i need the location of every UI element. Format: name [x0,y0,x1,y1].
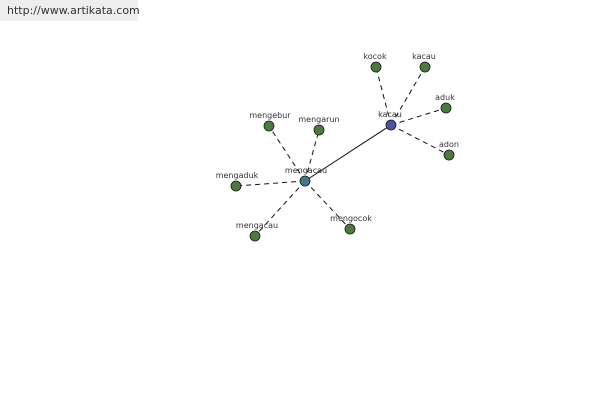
node-circle[interactable] [385,119,397,131]
node-circle[interactable] [440,102,452,114]
node-circle[interactable] [230,180,242,192]
node-circle[interactable] [263,120,275,132]
edge-mengacau-mengacau2 [254,180,306,237]
node-circle[interactable] [344,223,356,235]
node-label: mengacau [285,166,327,175]
node-mengacau[interactable]: mengacau [285,166,327,187]
edge-kacau-aduk [390,107,447,126]
node-label: mengaduk [216,171,259,180]
node-label: mengarun [298,115,339,124]
source-url-link[interactable]: http://www.artikata.com [7,4,140,17]
node-aduk[interactable]: aduk [435,93,455,114]
edge-kacau-adon [390,124,450,156]
node-circle[interactable] [419,61,431,73]
node-kocok[interactable]: kocok [363,52,387,73]
node-label: mengocok [330,214,372,223]
edge-mengacau-mengebur [268,125,306,182]
edge-mengacau-mengaduk [235,180,306,187]
node-label: kacau [412,52,436,61]
edge-layer [235,66,450,237]
node-mengocok[interactable]: mengocok [330,214,372,235]
edge-kacau-kocok [375,66,392,126]
node-label: adon [439,140,459,149]
node-kacau2[interactable]: kacau [412,52,436,73]
node-mengarun[interactable]: mengarun [298,115,340,136]
node-circle[interactable] [299,175,311,187]
node-mengacau2[interactable]: mengacau [236,221,278,242]
source-bar: http://www.artikata.com [0,0,140,21]
node-label: kocok [363,52,387,61]
edge-kacau-kacau2 [390,66,426,126]
node-label: mengebur [249,111,291,120]
edge-mengacau-kacau [304,124,392,182]
node-circle[interactable] [370,61,382,73]
edge-mengacau-mengocok [304,180,351,230]
node-circle[interactable] [313,124,325,136]
node-mengaduk[interactable]: mengaduk [216,171,259,192]
node-label: kacau [378,110,402,119]
node-kacau[interactable]: kacau [378,110,402,131]
node-circle[interactable] [249,230,261,242]
node-layer: mengacau kacau kocok kacau aduk adon mengebur m… [216,52,459,242]
node-label: aduk [435,93,455,102]
node-adon[interactable]: adon [439,140,459,161]
node-mengebur[interactable]: mengebur [249,111,291,132]
node-circle[interactable] [443,149,455,161]
node-label: mengacau [236,221,278,230]
